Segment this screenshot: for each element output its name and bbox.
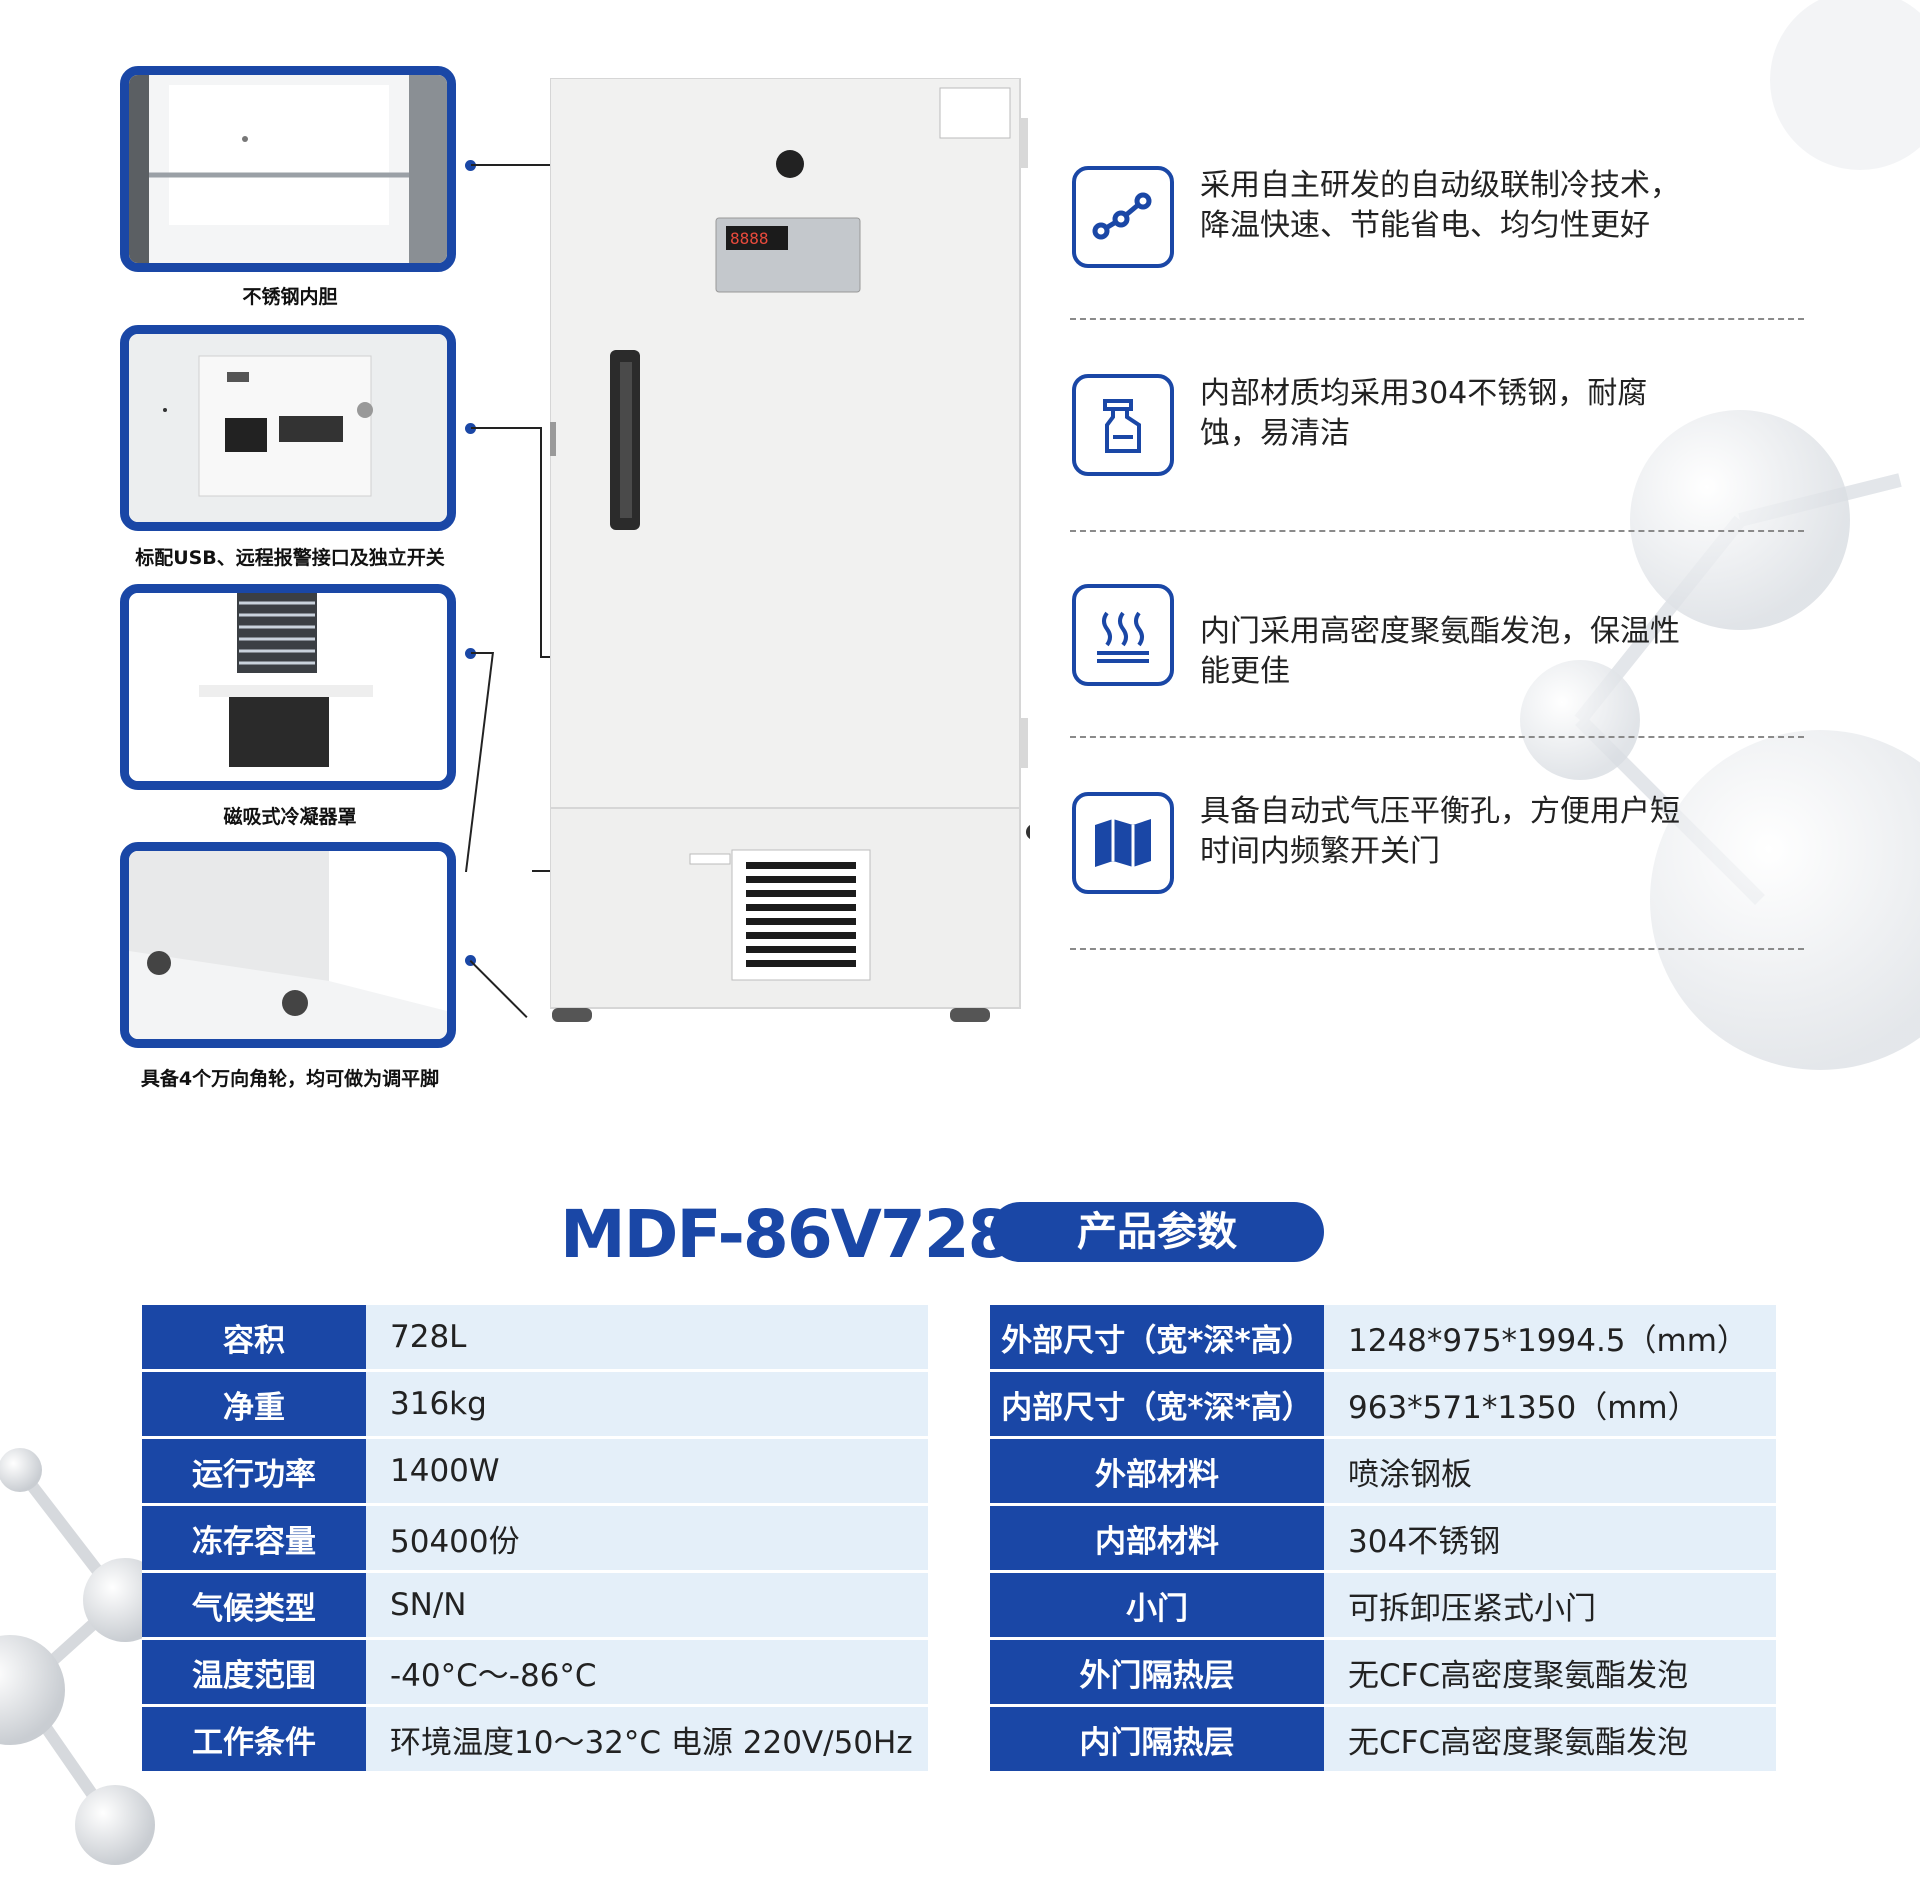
table-row: 外门隔热层无CFC高密度聚氨酯发泡	[990, 1638, 1776, 1707]
callout-line-4	[469, 960, 528, 1018]
chain-icon	[1072, 166, 1174, 268]
divider	[1070, 736, 1804, 738]
feature-text: 具备自动式气压平衡孔，方便用户短时间内频繁开关门	[1200, 794, 1680, 869]
condenser-cover-photo	[120, 584, 456, 790]
spec-key: 容积	[142, 1305, 366, 1372]
params-badge: 产品参数	[990, 1202, 1324, 1262]
spec-value: 316kg	[366, 1370, 928, 1439]
spec-key: 小门	[990, 1571, 1324, 1640]
feature-text: 内部材质均采用304不锈钢，耐腐蚀，易清洁	[1200, 376, 1648, 451]
stainless-liner-photo	[120, 66, 456, 272]
spec-value: 304不锈钢	[1324, 1504, 1776, 1573]
feature-item: 具备自动式气压平衡孔，方便用户短时间内频繁开关门	[1072, 792, 1812, 902]
callout-line-2	[471, 427, 541, 429]
molecule-background-left	[0, 1448, 167, 1865]
callout-line-3	[471, 652, 493, 654]
callout-line-2b	[540, 427, 542, 657]
spec-value: 喷涂钢板	[1324, 1437, 1776, 1506]
spec-table-right: 外部尺寸（宽*深*高）1248*975*1994.5（mm） 内部尺寸（宽*深*…	[990, 1305, 1776, 1774]
callout-dot-2	[465, 423, 476, 434]
spec-key: 净重	[142, 1370, 366, 1439]
callout-dot-1	[465, 160, 476, 171]
callout-caption: 不锈钢内胆	[242, 286, 338, 308]
spec-value: 1400W	[366, 1437, 928, 1506]
callout-line-3b	[464, 652, 534, 872]
table-row: 小门可拆卸压紧式小门	[990, 1571, 1776, 1640]
model-title: MDF-86V728E	[560, 1196, 1057, 1273]
feature-item: 内部材质均采用304不锈钢，耐腐蚀，易清洁	[1072, 374, 1812, 484]
spec-key: 内门隔热层	[990, 1705, 1324, 1774]
spec-value: SN/N	[366, 1571, 928, 1640]
spec-value: 环境温度10～32°C 电源 220V/50Hz	[366, 1705, 928, 1774]
spec-key: 工作条件	[142, 1705, 366, 1774]
spec-value: 963*571*1350（mm）	[1324, 1370, 1776, 1439]
spec-key: 外部尺寸（宽*深*高）	[990, 1305, 1324, 1372]
display-readout: 8888	[730, 229, 769, 248]
spec-value: 1248*975*1994.5（mm）	[1324, 1305, 1776, 1372]
casters-photo	[120, 842, 456, 1048]
table-row: 工作条件环境温度10～32°C 电源 220V/50Hz	[142, 1705, 928, 1774]
spray-bottle-icon	[1072, 374, 1174, 476]
callout-caption: 磁吸式冷凝器罩	[223, 806, 357, 828]
heat-waves-icon	[1072, 584, 1174, 686]
table-row: 外部材料喷涂钢板	[990, 1437, 1776, 1506]
spec-value: 无CFC高密度聚氨酯发泡	[1324, 1638, 1776, 1707]
spec-key: 冻存容量	[142, 1504, 366, 1573]
spec-key: 内部材料	[990, 1504, 1324, 1573]
divider	[1070, 948, 1804, 950]
spec-key: 温度范围	[142, 1638, 366, 1707]
spec-key: 外部材料	[990, 1437, 1324, 1506]
callout-caption: 标配USB、远程报警接口及独立开关	[135, 547, 445, 569]
spec-key: 气候类型	[142, 1571, 366, 1640]
feature-item: 内门采用高密度聚氨酯发泡，保温性能更佳	[1072, 584, 1812, 694]
freezer-illustration: 8888	[550, 78, 1030, 1022]
table-row: 外部尺寸（宽*深*高）1248*975*1994.5（mm）	[990, 1305, 1776, 1372]
table-row: 温度范围-40°C～-86°C	[142, 1638, 928, 1707]
feature-item: 采用自主研发的自动级联制冷技术，降温快速、节能省电、均匀性更好	[1072, 166, 1812, 276]
spec-value: 50400份	[366, 1504, 928, 1573]
feature-text: 内门采用高密度聚氨酯发泡，保温性能更佳	[1200, 614, 1680, 689]
spec-value: 728L	[366, 1305, 928, 1372]
divider	[1070, 318, 1804, 320]
divider	[1070, 530, 1804, 532]
spec-value: -40°C～-86°C	[366, 1638, 928, 1707]
feature-text: 采用自主研发的自动级联制冷技术，降温快速、节能省电、均匀性更好	[1200, 168, 1680, 243]
callout-dot-3	[465, 648, 476, 659]
spec-key: 运行功率	[142, 1437, 366, 1506]
table-row: 内部尺寸（宽*深*高）963*571*1350（mm）	[990, 1370, 1776, 1439]
table-row: 内门隔热层无CFC高密度聚氨酯发泡	[990, 1705, 1776, 1774]
molecule-background-right	[1520, 0, 1920, 1070]
spec-value: 可拆卸压紧式小门	[1324, 1571, 1776, 1640]
callout-caption: 具备4个万向角轮，均可做为调平脚	[140, 1068, 440, 1090]
map-icon	[1072, 792, 1174, 894]
spec-key: 外门隔热层	[990, 1638, 1324, 1707]
spec-key: 内部尺寸（宽*深*高）	[990, 1370, 1324, 1439]
spec-value: 无CFC高密度聚氨酯发泡	[1324, 1705, 1776, 1774]
usb-panel-photo	[120, 325, 456, 531]
